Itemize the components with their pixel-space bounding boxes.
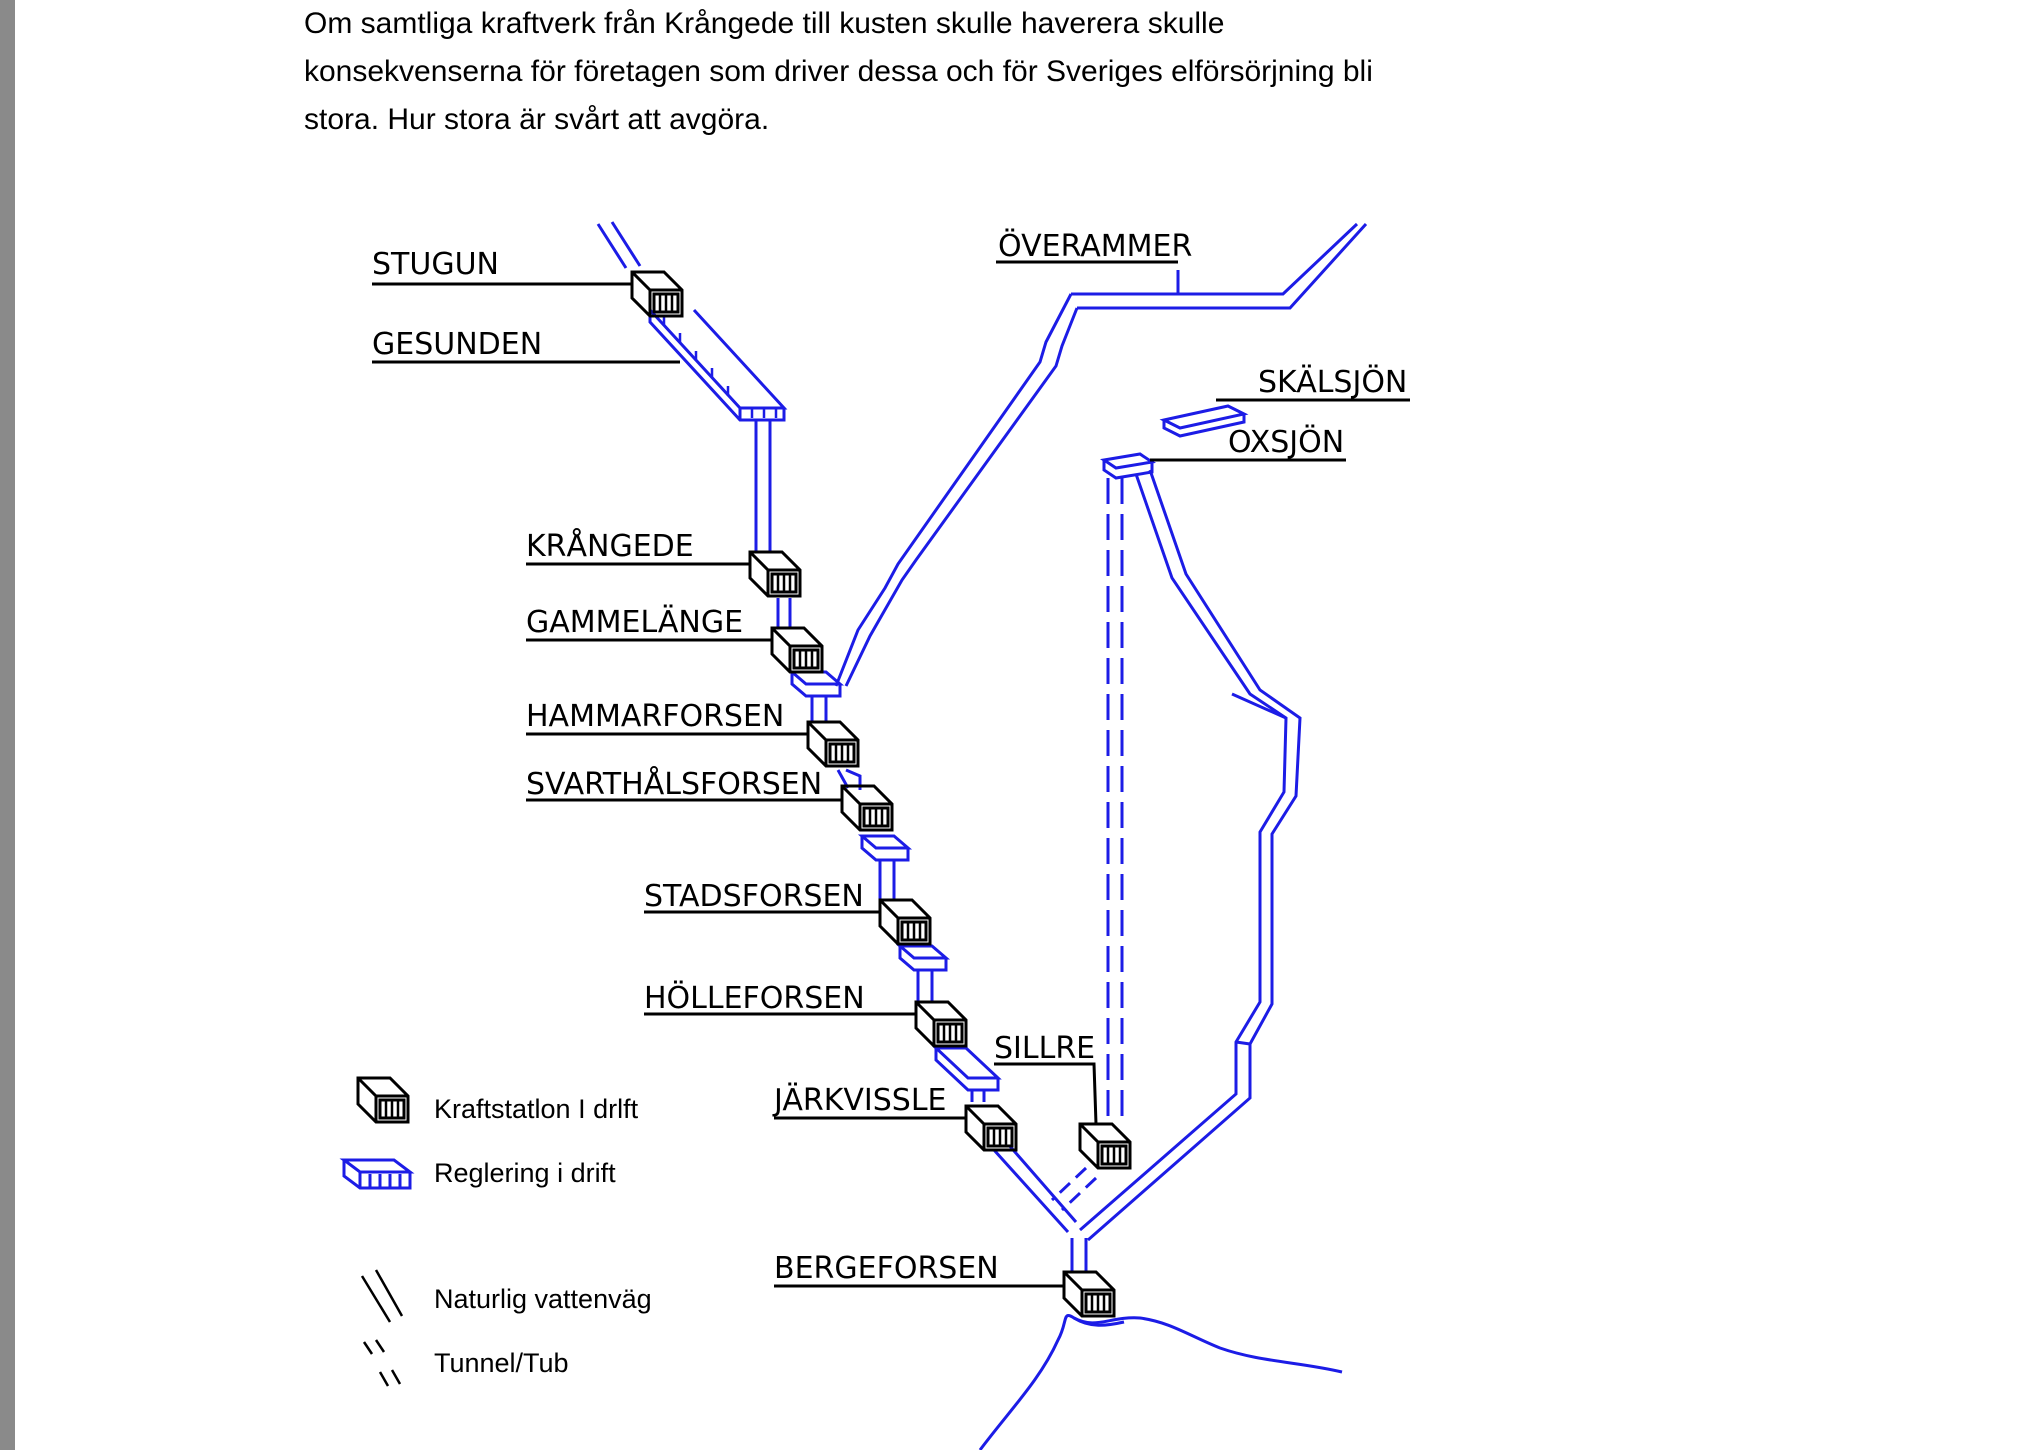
station-svarthalsforsen-icon — [840, 784, 894, 832]
label-gammelange: GAMMELÄNGE — [526, 604, 743, 640]
legend-regulation-icon — [339, 1158, 415, 1190]
label-stadsforsen: STADSFORSEN — [644, 879, 864, 914]
paragraph-line-1: Om samtliga kraftverk från Krångede till… — [304, 7, 1225, 40]
label-jarkvissle: JÄRKVISSLE — [772, 1082, 947, 1118]
legend-tunnel-label: Tunnel/Tub — [434, 1348, 569, 1378]
label-holleforsen: HÖLLEFORSEN — [644, 980, 865, 1016]
station-stugun-icon — [630, 270, 684, 318]
legend: Kraftstatlon I drlft Reglering i drift N… — [339, 1076, 652, 1387]
legend-station-icon — [356, 1076, 410, 1124]
document-page: Om samtliga kraftverk från Krångede till… — [15, 0, 2036, 1450]
station-bergeforsen-icon — [1062, 1270, 1116, 1318]
station-sillre-icon — [1078, 1122, 1132, 1170]
label-skalsjon: SKÄLSJÖN — [1258, 364, 1407, 400]
label-krangede: KRÅNGEDE — [526, 528, 694, 564]
station-jarkvissle-icon — [964, 1104, 1018, 1152]
body-paragraph: Om samtliga kraftverk från Krångede till… — [304, 0, 1664, 144]
station-holleforsen-icon — [914, 1000, 968, 1048]
label-oxsjon: OXSJÖN — [1228, 424, 1344, 460]
paragraph-line-3: stora. Hur stora är svårt att avgöra. — [304, 103, 770, 136]
legend-natural-icon — [360, 1269, 404, 1323]
label-sillre: SILLRE — [994, 1031, 1095, 1066]
station-krangede-icon — [748, 550, 802, 598]
label-gesunden: GESUNDEN — [372, 327, 542, 362]
station-hammarforsen-icon — [806, 720, 860, 768]
legend-station-label: Kraftstatlon I drlft — [434, 1094, 639, 1124]
label-bergeforsen: BERGEFORSEN — [774, 1251, 999, 1286]
station-gammelange-icon — [770, 626, 824, 674]
paragraph-line-2: konsekvenserna för företagen som driver … — [304, 55, 1373, 88]
river-network — [596, 221, 1368, 1450]
label-stugun: STUGUN — [372, 247, 499, 282]
station-stadsforsen-icon — [878, 898, 932, 946]
legend-regulation-label: Reglering i drift — [434, 1158, 616, 1188]
label-overammer: ÖVERAMMER — [998, 228, 1192, 264]
station-labels: STUGUN GESUNDEN ÖVERAMMER SKÄLSJÖN OXSJÖ… — [372, 228, 1410, 1288]
label-hammarforsen: HAMMARFORSEN — [526, 699, 784, 734]
label-svarthalsforsen: SVARTHÅLSFORSEN — [526, 766, 822, 802]
legend-tunnel-icon — [362, 1339, 402, 1387]
legend-natural-label: Naturlig vattenväg — [434, 1284, 652, 1314]
